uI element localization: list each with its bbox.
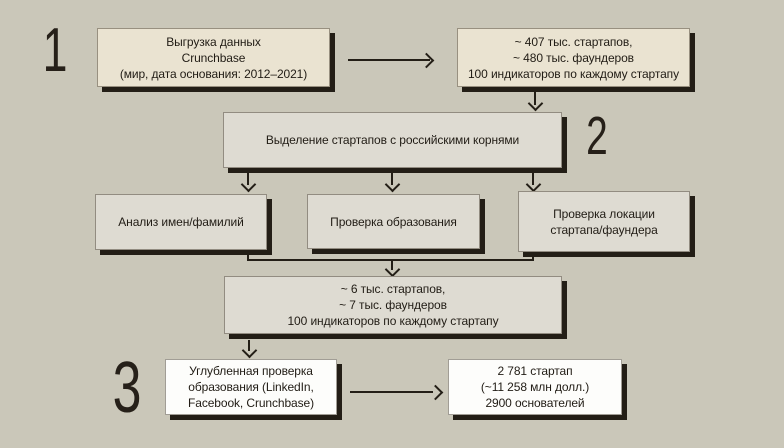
box-text-line: Выгрузка данных [166,34,261,49]
connector-line [532,253,534,261]
arrow-line [247,172,249,185]
box-text-line: Проверка локации [553,206,655,221]
connector-line [247,253,249,261]
box-text-line: ~ 480 тыс. фаундеров [513,50,634,65]
arrow-line [350,391,433,393]
box-education-check: Проверка образования [307,194,480,249]
arrow-line [248,340,250,351]
box-text-line: ~ 407 тыс. стартапов, [514,34,633,49]
box-text-line: (~11 258 млн долл.) [480,380,590,394]
arrow-down-icon [240,176,257,193]
arrow-right-icon [427,384,444,401]
arrow-line [532,172,534,185]
box-text-line: Анализ имен/фамилий [118,215,244,229]
box-final-totals: 2 781 стартап (~11 258 млн долл.) 2900 о… [448,359,622,415]
box-text-line: стартапа/фаундера [550,222,658,237]
box-world-totals: ~ 407 тыс. стартапов, ~ 480 тыс. фаундер… [457,28,690,87]
box-text-line: 2 781 стартап [497,364,573,378]
box-text-line: Проверка образования [330,214,457,229]
box-name-analysis: Анализ имен/фамилий [95,194,267,250]
box-russian-roots-selection: Выделение стартапов с российскими корням… [223,112,562,168]
box-text-line: Углубленная проверка [189,364,313,378]
box-text-line: 100 индикаторов по каждому стартапу [467,66,679,81]
arrow-line [534,91,536,105]
connector-line [247,259,534,261]
step-number-3: 3 [112,348,142,428]
box-text-line: 100 индикаторов по каждому стартапу [287,314,499,328]
arrow-right-icon [418,52,435,69]
step-number-2: 2 [586,106,608,166]
arrow-line [348,59,430,61]
arrow-down-icon [384,176,401,193]
box-filtered-totals: ~ 6 тыс. стартапов, ~ 7 тыс. фаундеров 1… [224,276,562,334]
box-location-check: Проверка локации стартапа/фаундера [518,191,690,252]
arrow-down-icon [527,95,544,112]
box-text-line: Facebook, Crunchbase) [188,396,314,410]
box-text-line: Crunchbase [181,50,246,65]
arrow-down-icon [241,342,258,359]
box-text-line: ~ 7 тыс. фаундеров [339,298,447,312]
arrow-line [391,260,393,270]
arrow-line [391,172,393,185]
box-text-line: Выделение стартапов с российскими корням… [265,133,520,147]
box-text-line: 2900 основателей [485,396,585,410]
box-deep-education-check: Углубленная проверка образования (Linked… [165,359,337,415]
box-crunchbase-export: Выгрузка данных Crunchbase (мир, дата ос… [97,28,330,87]
box-text-line: (мир, дата основания: 2012–2021) [119,66,308,81]
step-number-1: 1 [42,16,68,85]
box-text-line: образования (LinkedIn, [188,380,314,394]
arrow-down-icon [384,261,401,278]
box-text-line: ~ 6 тыс. стартапов, [340,282,446,296]
arrow-down-icon [525,176,542,193]
